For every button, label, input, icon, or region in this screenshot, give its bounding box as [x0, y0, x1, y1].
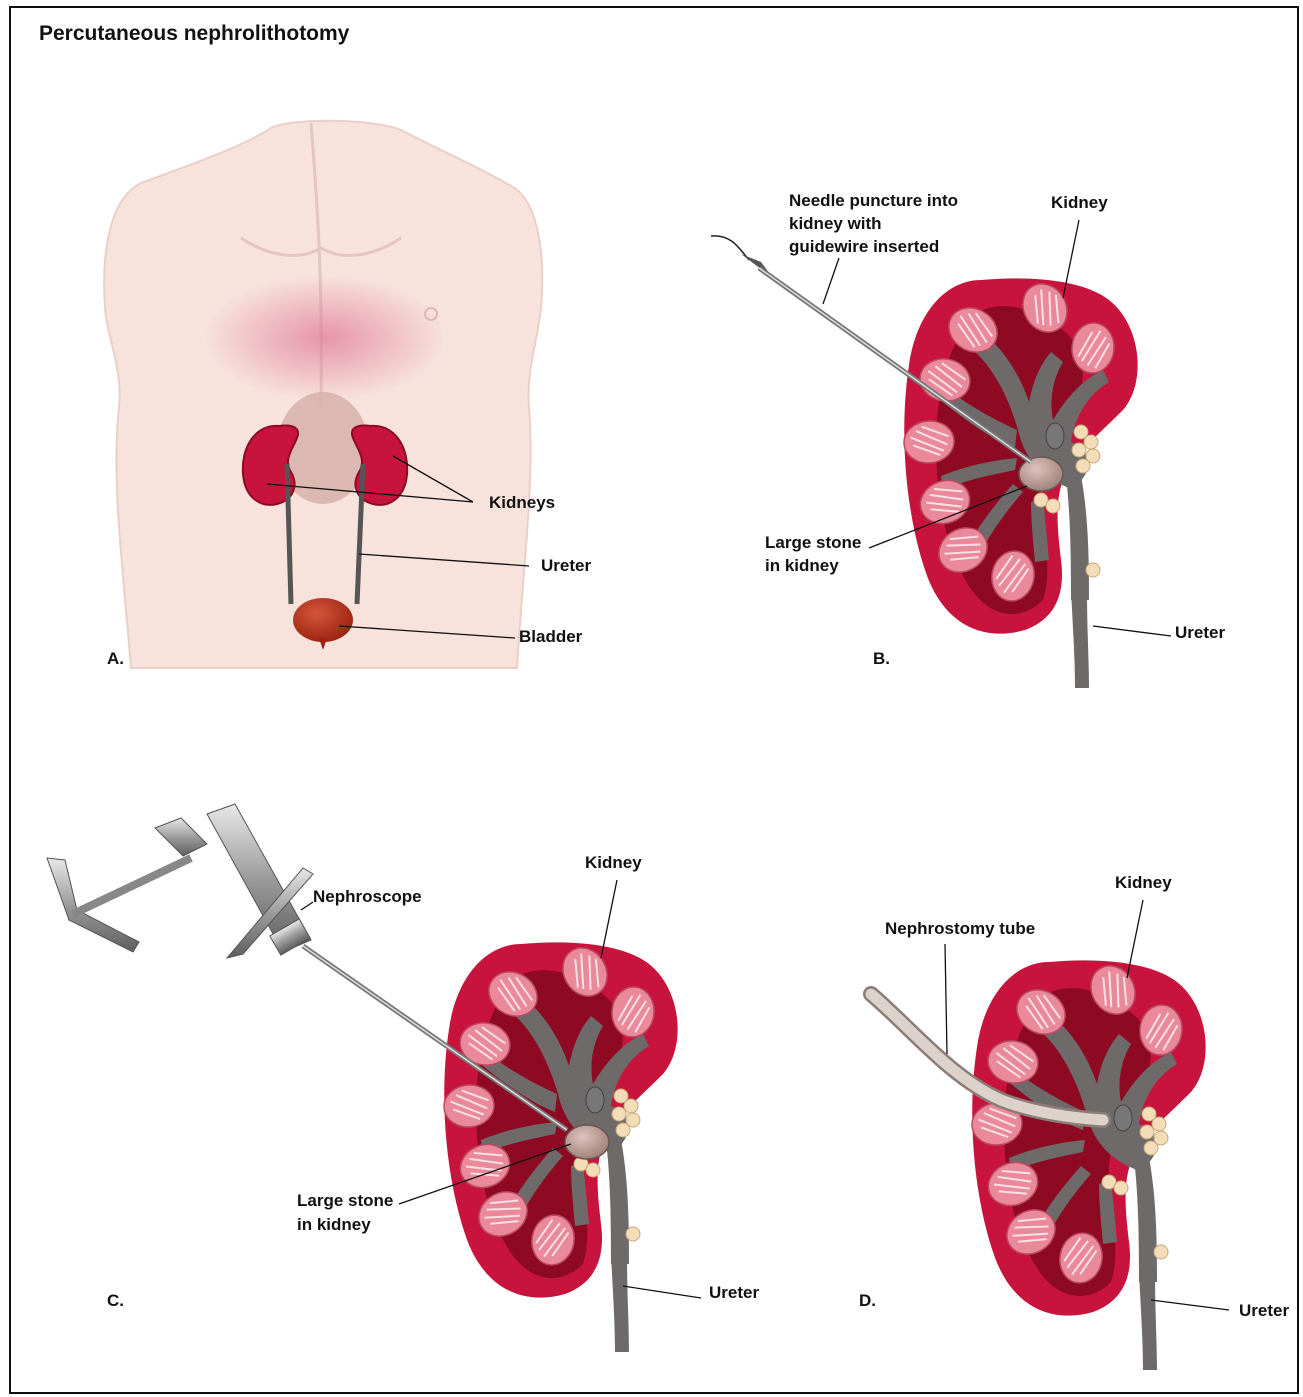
label-nephroscope: Nephroscope: [313, 887, 422, 906]
panel-c-stone: [565, 1125, 609, 1159]
panel-letter-b: B.: [873, 649, 890, 668]
label-kidneys: Kidneys: [489, 493, 555, 512]
label-needle-line3: guidewire inserted: [789, 237, 939, 256]
label-kidney-c: Kidney: [585, 853, 642, 872]
figure-title: Percutaneous nephrolithotomy: [39, 22, 350, 45]
label-stone-c-line1: Large stone: [297, 1191, 393, 1210]
panel-b-kidney: [902, 276, 1137, 688]
label-bladder: Bladder: [519, 627, 583, 646]
label-stone-b-line2: in kidney: [765, 556, 839, 575]
panel-letter-a: A.: [107, 649, 124, 668]
label-kidney-b: Kidney: [1051, 193, 1108, 212]
panel-letter-d: D.: [859, 1291, 876, 1310]
label-ureter-d: Ureter: [1239, 1301, 1289, 1320]
diagram-canvas: Percutaneous nephrolithotomy Kidneys Ure…: [11, 8, 1301, 1396]
label-stone-b-line1: Large stone: [765, 533, 861, 552]
label-needle-line2: kidney with: [789, 214, 882, 233]
label-nephrostomy-tube: Nephrostomy tube: [885, 919, 1035, 938]
panel-c-kidney: [442, 940, 677, 1352]
label-ureter-a: Ureter: [541, 556, 591, 575]
label-stone-c-line2: in kidney: [297, 1215, 371, 1234]
panel-a-torso: [104, 121, 542, 668]
panel-d-kidney: [970, 958, 1205, 1370]
label-needle-line1: Needle puncture into: [789, 191, 958, 210]
label-kidney-d: Kidney: [1115, 873, 1172, 892]
label-ureter-b: Ureter: [1175, 623, 1225, 642]
panel-letter-c: C.: [107, 1291, 124, 1310]
figure-frame: Percutaneous nephrolithotomy Kidneys Ure…: [9, 6, 1299, 1394]
label-ureter-c: Ureter: [709, 1283, 759, 1302]
